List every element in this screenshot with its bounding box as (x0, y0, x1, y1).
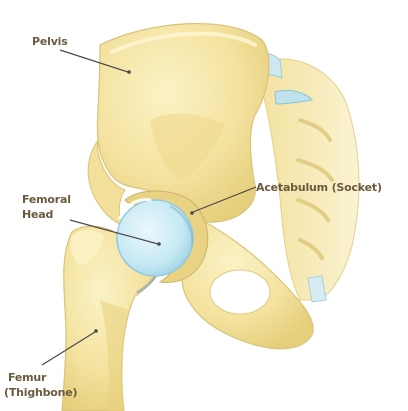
femoral-head (117, 200, 193, 276)
acetabulum-label: Acetabulum (Socket) (256, 180, 382, 195)
femoral-head-label-line2: Head (22, 207, 53, 222)
pelvis-label: Pelvis (32, 34, 68, 49)
femur-label-line1: Femur (8, 370, 46, 385)
sacrum (255, 54, 359, 302)
femoral-head-label-line1: Femoral (22, 192, 71, 207)
femur-label-line2: (Thighbone) (4, 385, 77, 400)
